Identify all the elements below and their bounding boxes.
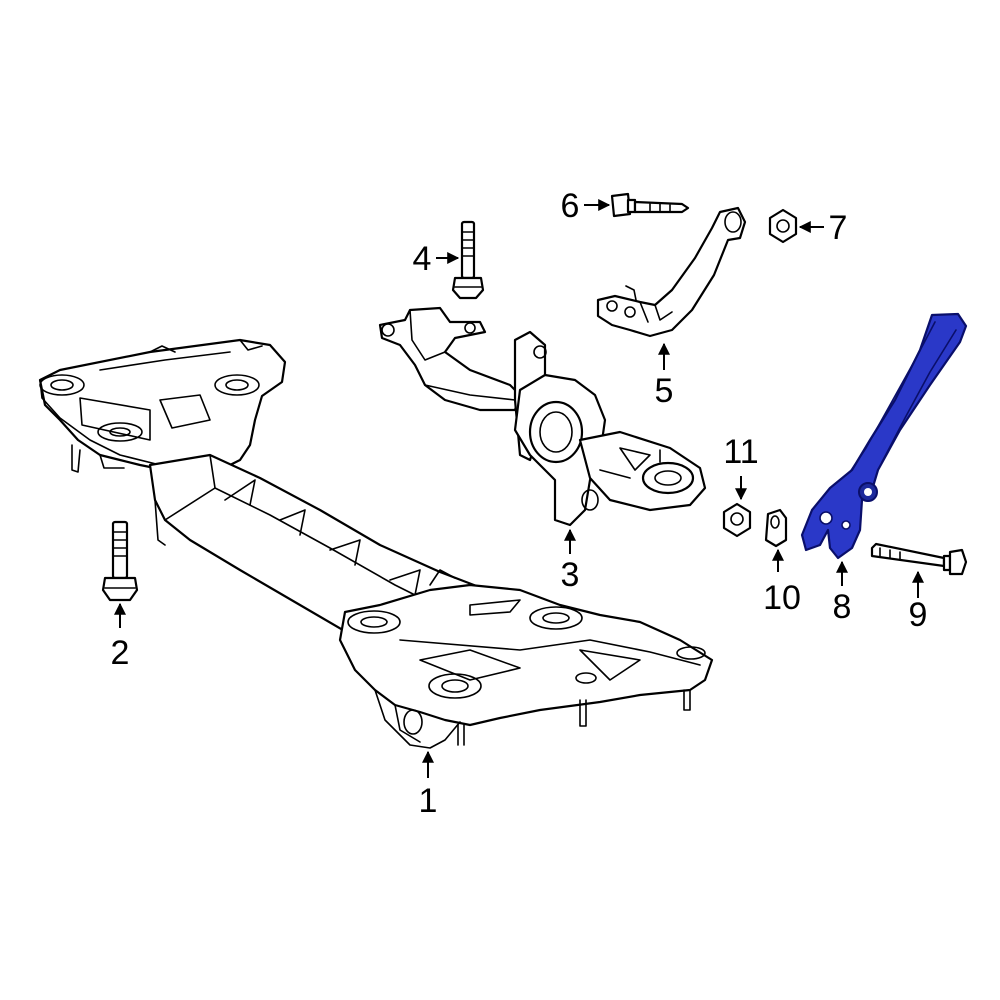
callout-7: 7 xyxy=(798,209,848,247)
bolt-2[interactable] xyxy=(101,520,139,602)
callout-label-10: 10 xyxy=(763,579,801,617)
callout-label-2: 2 xyxy=(111,634,130,672)
callout-label-3: 3 xyxy=(561,556,580,594)
nut-11[interactable] xyxy=(722,502,752,538)
callout-label-4: 4 xyxy=(413,240,432,278)
upper-control-arm[interactable] xyxy=(596,206,747,338)
lateral-link-highlighted[interactable] xyxy=(800,312,968,560)
callout-9: 9 xyxy=(909,570,928,634)
callout-label-9: 9 xyxy=(909,596,928,634)
bolt-4[interactable] xyxy=(451,220,485,300)
callout-6: 6 xyxy=(561,187,611,225)
callout-label-11: 11 xyxy=(723,433,758,471)
callout-4: 4 xyxy=(413,240,460,278)
callout-label-1: 1 xyxy=(419,782,438,820)
callout-5: 5 xyxy=(655,342,674,410)
callout-label-6: 6 xyxy=(561,187,580,225)
callout-label-5: 5 xyxy=(655,372,674,410)
callout-3: 3 xyxy=(561,528,580,594)
subframe-crossmember[interactable] xyxy=(38,338,714,749)
bolt-9[interactable] xyxy=(870,542,968,576)
callout-label-8: 8 xyxy=(833,588,852,626)
nut-7[interactable] xyxy=(768,208,798,244)
callout-1: 1 xyxy=(419,750,438,820)
callout-2: 2 xyxy=(111,602,130,672)
bolt-6[interactable] xyxy=(610,192,690,218)
washer-10[interactable] xyxy=(764,508,788,548)
knuckle-assembly[interactable] xyxy=(378,306,707,527)
callout-8: 8 xyxy=(833,560,852,626)
callout-11: 11 xyxy=(723,433,759,501)
callout-label-7: 7 xyxy=(829,209,848,247)
callout-10: 10 xyxy=(763,548,801,617)
